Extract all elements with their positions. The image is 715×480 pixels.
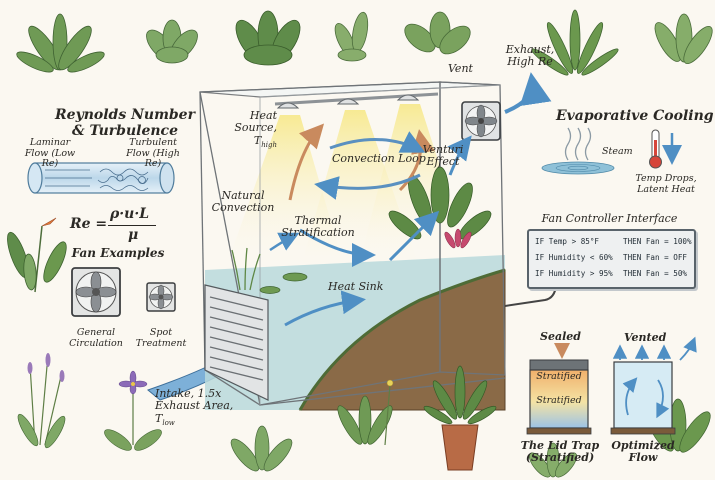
terrarium — [199, 81, 506, 411]
stratified-top-label: Stratified — [536, 371, 582, 382]
intake-label: Intake, 1.5x Exhaust Area, Tlow — [155, 387, 243, 428]
plant-top-3 — [235, 10, 301, 66]
stratified-bottom-label: Stratified — [536, 395, 582, 406]
plant-top-1 — [16, 13, 105, 73]
potted-plant — [423, 365, 497, 471]
lid-trap-label: The Lid Trap (Stratified) — [520, 439, 600, 465]
fan-controller-panel[interactable]: IF Temp > 85°F THEN Fan = 100% IF Humidit… — [527, 229, 696, 289]
optimized-flow-label: Optimized Flow — [611, 439, 675, 465]
sealed-label: Sealed — [540, 330, 581, 343]
controller-rule-3: IF Humidity > 95% THEN Fan = 50% — [535, 269, 687, 278]
general-circulation-label: General Circulation — [69, 327, 123, 349]
thermometer-icon — [649, 129, 682, 169]
intake-subscript: low — [162, 418, 175, 427]
plant-top-4 — [334, 11, 369, 62]
fan-controller-title: Fan Controller Interface — [541, 212, 678, 225]
plant-top-7 — [654, 13, 713, 64]
laminar-label: Laminar Flow (Low Re) — [24, 137, 76, 170]
natural-convection-label: Natural Convection — [211, 189, 275, 215]
formula-fraction-bar — [108, 225, 156, 226]
heat-sink-label: Heat Sink — [328, 280, 384, 293]
vented-label: Vented — [624, 331, 667, 344]
rule-action: THEN Fan = 100% — [623, 237, 692, 246]
bird-of-paradise-plant — [7, 217, 67, 293]
exhaust-arrow — [504, 72, 552, 114]
bottom-plant-2 — [230, 425, 293, 472]
formula-denominator: μ — [128, 227, 139, 243]
heat-source-subscript: high — [261, 140, 277, 149]
controller-rule-1: IF Temp > 85°F THEN Fan = 100% — [535, 237, 692, 246]
rule-condition: IF Temp > 85°F — [535, 237, 600, 246]
temp-drops-label: Temp Drops, Latent Heat — [635, 173, 697, 195]
thermal-stratification-label: Thermal Stratification — [281, 214, 355, 240]
controller-rule-2: IF Humidity < 60% THEN Fan = OFF — [535, 253, 687, 262]
plant-top-5 — [404, 11, 471, 55]
fan-examples-title: Fan Examples — [71, 246, 165, 260]
sealed-diagram — [526, 343, 592, 435]
vent-label: Vent — [448, 62, 473, 75]
convection-loop-label: Convection Loop — [332, 152, 426, 165]
flow-tube — [27, 162, 175, 194]
rule-condition: IF Humidity > 95% — [535, 269, 613, 278]
vented-diagram — [610, 336, 697, 435]
intake-text: Intake, 1.5x Exhaust Area, T — [155, 387, 234, 425]
exhaust-label: Exhaust, High Re — [505, 43, 555, 69]
flowering-plant — [104, 370, 162, 451]
bottom-plant-1 — [337, 379, 394, 446]
plant-top-6 — [531, 9, 619, 76]
exhaust-fan-icon — [461, 101, 501, 141]
rule-action: THEN Fan = 50% — [623, 269, 688, 278]
steam-label: Steam — [602, 146, 633, 157]
venturi-label: Venturi Effect — [422, 143, 464, 169]
rule-condition: IF Humidity < 60% — [535, 253, 613, 262]
heat-source-text: Heat Source, T — [234, 109, 277, 147]
lavender-plant — [17, 353, 66, 449]
evaporative-cooling-title: Evaporative Cooling — [556, 108, 714, 124]
formula-numerator: ρ·u·L — [110, 206, 150, 222]
water-surface — [541, 161, 615, 175]
rule-action: THEN Fan = OFF — [623, 253, 688, 262]
formula-lhs: Re = — [70, 216, 108, 232]
turbulent-label: Turbulent Flow (High Re) — [126, 137, 180, 170]
heat-source-label: Heat Source, Thigh — [215, 109, 277, 150]
general-circulation-fan-icon — [71, 267, 121, 317]
spot-treatment-label: Spot Treatment — [135, 327, 187, 349]
steam-icon — [564, 127, 592, 161]
plant-top-2 — [146, 19, 198, 64]
reynolds-title: Reynolds Number & Turbulence — [55, 107, 195, 139]
bottom-plant-4 — [528, 442, 578, 478]
spot-treatment-fan-icon — [146, 282, 176, 312]
